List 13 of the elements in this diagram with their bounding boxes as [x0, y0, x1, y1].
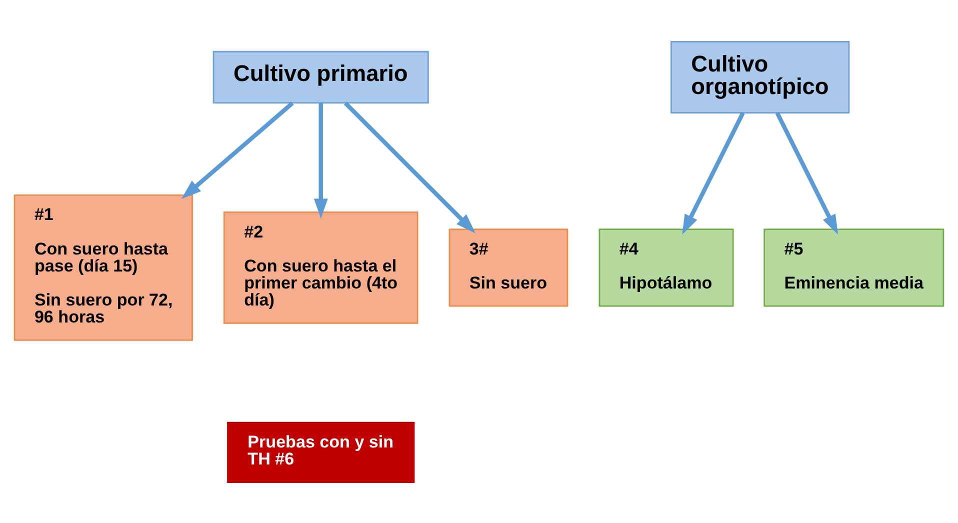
- node-box: #1 Con suero hasta pase (día 15) Sin suero por 72, 96 horas: [14, 194, 193, 340]
- arrow: [181, 101, 294, 198]
- node-box: #2 Con suero hasta el primer cambio (4to día): [224, 211, 418, 324]
- arrow: [344, 101, 476, 233]
- node-box: Cultivo organotípico: [670, 40, 850, 113]
- node-box: #4 Hipotálamo: [598, 228, 734, 306]
- node-box: #5 Eminencia media: [764, 228, 944, 306]
- arrow: [682, 112, 745, 234]
- node-box: Pruebas con y sin TH #6: [227, 421, 415, 483]
- arrow: [314, 102, 328, 218]
- node-box: 3# Sin suero: [448, 228, 568, 306]
- arrow: [775, 112, 838, 234]
- node-box: Cultivo primario: [212, 50, 429, 104]
